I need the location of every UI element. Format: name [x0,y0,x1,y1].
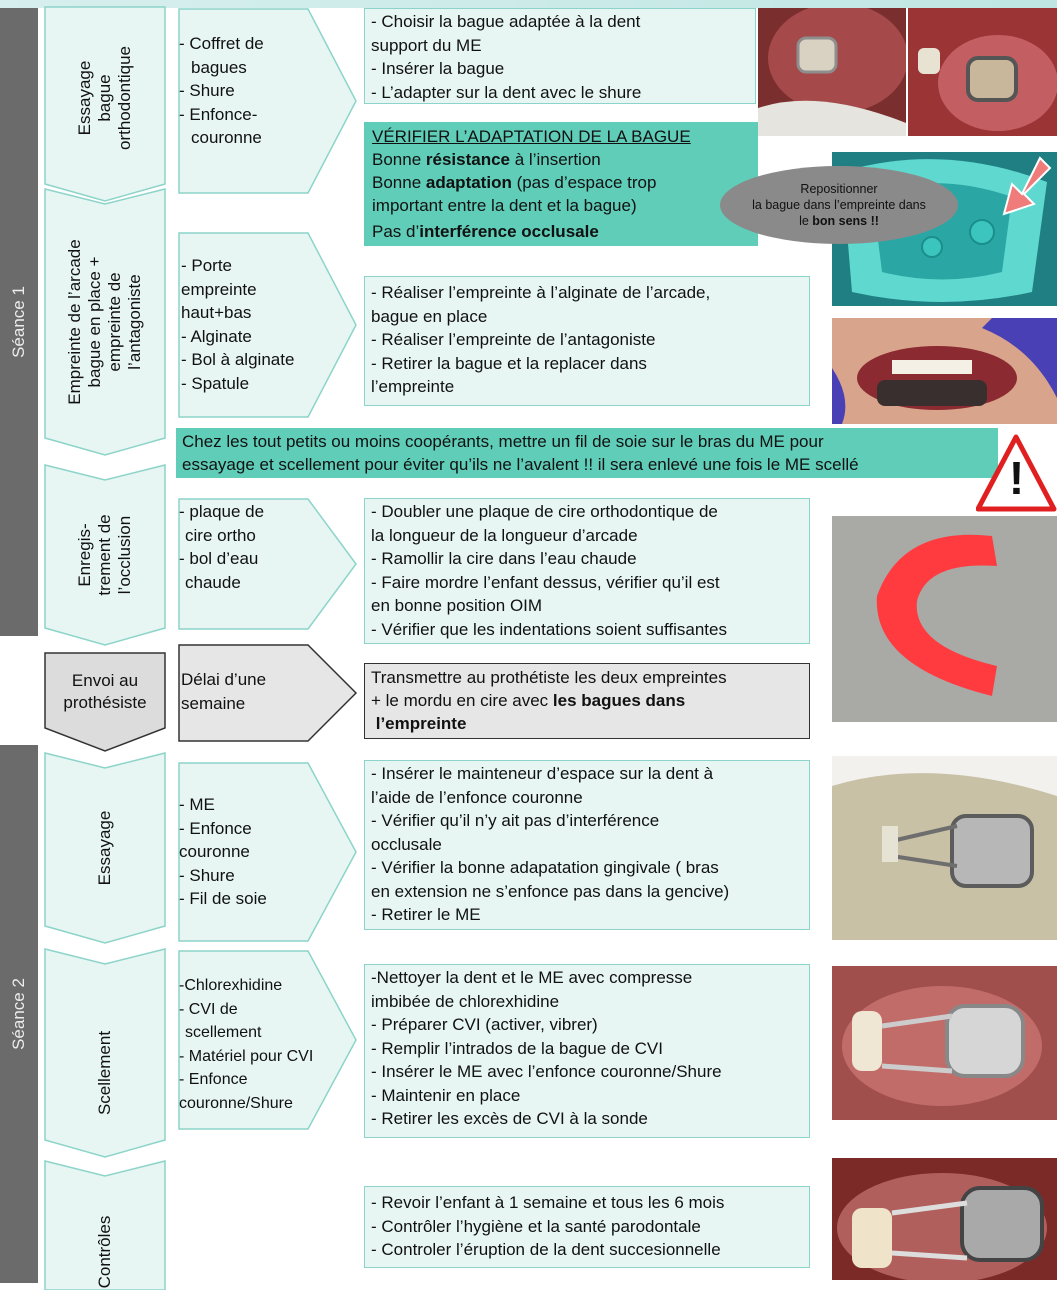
warning-triangle-icon: ! [975,434,1057,512]
actions-controles-box: - Revoir l’enfant à 1 semaine et tous le… [364,1186,810,1268]
step-scellement-label: Scellement [95,1030,114,1116]
materials-occlusion: - plaque de cire ortho- bol d’eau chaude [178,498,358,630]
actions-essayage-box: - Insérer le mainteneur d’espace sur la … [364,760,810,930]
actions-scellement-box: -Nettoyer la dent et le ME avec compress… [364,964,810,1138]
red-arrow-icon [1000,156,1052,218]
step-controles-label: Contrôles [95,1215,114,1288]
step-essayage: Essayage [44,752,166,944]
photo-mainteneur-modele [832,756,1057,940]
warning-banner: Chez les tout petits ou moins coopérants… [176,428,998,478]
materials-bague-list: - Coffret de bagues- Shure- Enfonce- cou… [179,34,264,147]
materials-bague: - Coffret de bagues- Shure- Enfonce- cou… [178,8,358,194]
top-accent-bar [0,0,1057,8]
photo-empreinte-antagoniste [832,318,1057,424]
actions-empreinte-box: - Réaliser l’empreinte à l’alginate de l… [364,276,810,406]
materials-occlusion-list: - plaque de cire ortho- bol d’eau chaude [179,502,265,592]
session-1-label: Séance 1 [9,286,28,358]
photo-mainteneur-bouche [832,966,1057,1120]
materials-scellement-list: -Chlorexhidine- CVI de scellement- Matér… [179,977,314,1112]
session-1-sidebar: Séance 1 [0,8,38,636]
step-essayage-label: Essayage [95,810,114,886]
photo-cire-occlusion [832,516,1057,722]
materials-scellement: -Chlorexhidine- CVI de scellement- Matér… [178,950,358,1130]
repositionner-callout: Repositionner la bague dans l’empreinte … [720,166,958,244]
actions-occlusion-box: - Doubler une plaque de cire orthodontiq… [364,498,810,644]
photo-controle [832,1158,1057,1280]
session-2-label: Séance 2 [9,978,28,1050]
actions-envoi-box: Transmettre au prothétiste les deux empr… [364,663,810,739]
photo-bague-adaptee [908,8,1057,136]
session-2-sidebar: Séance 2 [0,745,38,1283]
step-scellement: Scellement [44,948,166,1158]
photo-bague-insertion [758,8,906,136]
step-controles: Contrôles [44,1160,166,1290]
verification-box: VÉRIFIER L’ADAPTATION DE LA BAGUE Bonne … [364,122,758,246]
